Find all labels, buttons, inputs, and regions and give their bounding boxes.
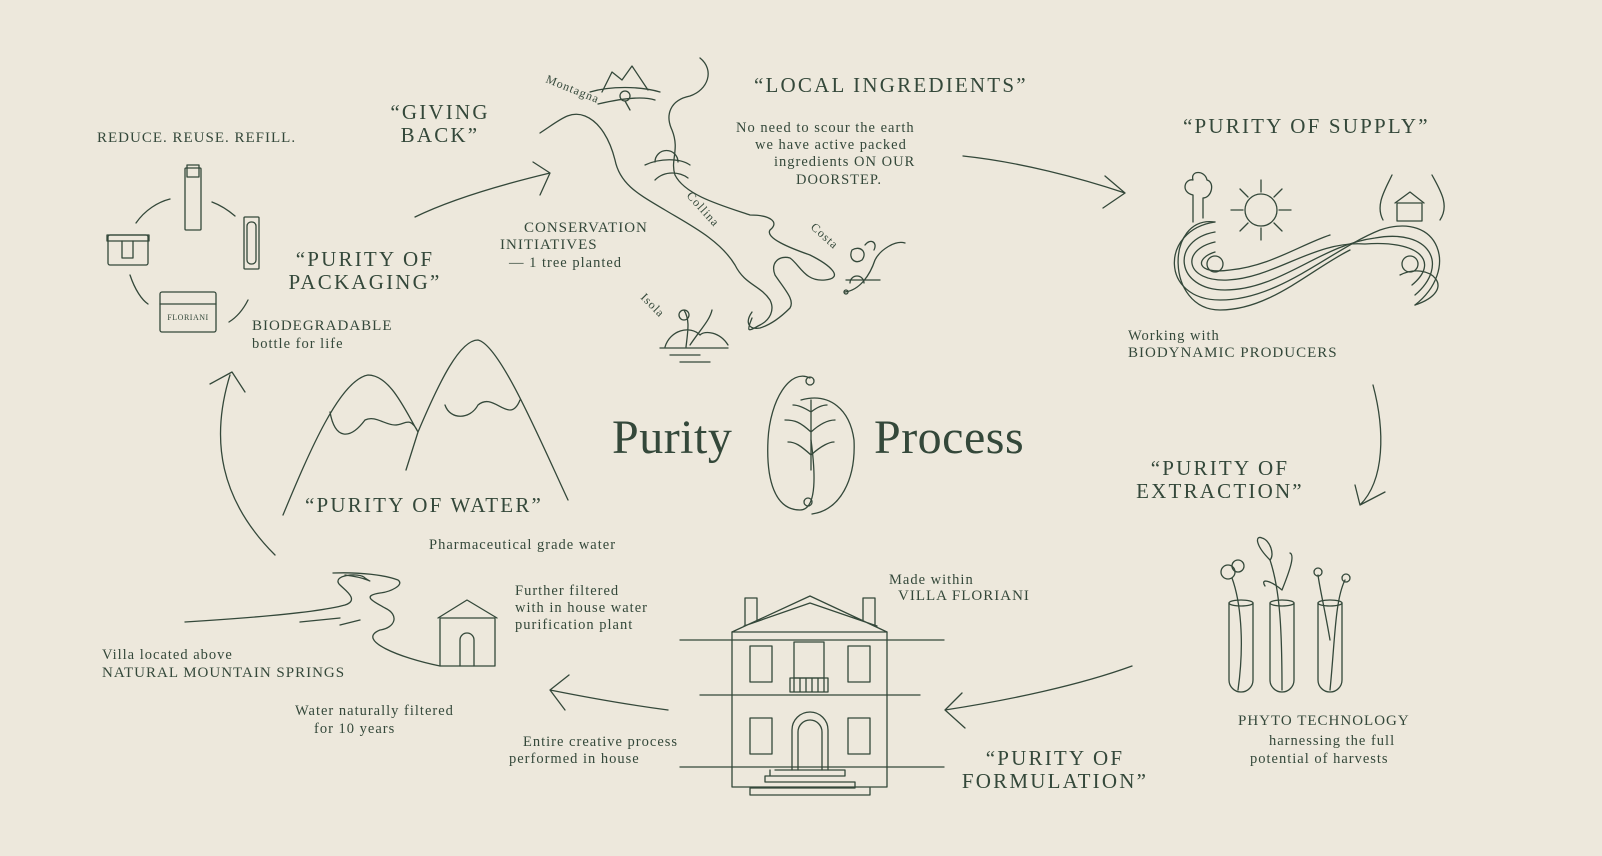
- arrow-to-formulation: [944, 665, 1133, 729]
- supply-line-1: Working with: [1128, 328, 1220, 344]
- lemon-branch-icon: [843, 240, 906, 295]
- filtered-line-1: Water naturally filtered: [295, 703, 454, 719]
- leaf-logo-icon: [767, 375, 855, 515]
- mountain-flower-icon: [589, 65, 661, 111]
- stream-pumphouse-icon: [184, 572, 498, 667]
- arrow-to-water: [549, 674, 669, 711]
- local-line-2: we have active packed: [755, 137, 907, 153]
- heading-line: EXTRACTION”: [1136, 479, 1304, 503]
- biodynamic-landscape-icon: [1173, 171, 1445, 311]
- biodegradable-label: BIODEGRADABLE: [252, 318, 393, 334]
- made-within-label: Made within: [889, 572, 974, 588]
- packaging-cycle-icon: [106, 164, 260, 333]
- test-tubes-flowers-icon: [1220, 536, 1351, 693]
- heading-line: “PURITY OF: [1150, 456, 1290, 480]
- creative-line-2: performed in house: [509, 751, 640, 767]
- title-process: Process: [874, 411, 1025, 464]
- villa-floriani-icon: [679, 595, 945, 796]
- mountains-icon: [282, 339, 569, 516]
- further-line-2: with in house water: [515, 600, 648, 616]
- villa-line-2: NATURAL MOUNTAIN SPRINGS: [102, 665, 346, 681]
- water-heading: “PURITY OF WATER”: [305, 493, 544, 517]
- creative-line-1: Entire creative process: [523, 734, 679, 750]
- conservation-line-1: CONSERVATION: [524, 220, 648, 236]
- map-label-montagna: Montagna: [544, 72, 602, 106]
- villa-floriani-label: VILLA FLORIANI: [898, 588, 1030, 604]
- title-purity: Purity: [612, 411, 733, 464]
- extraction-line-2: harnessing the full: [1269, 733, 1396, 749]
- filtered-line-2: for 10 years: [314, 721, 396, 737]
- arrow-to-supply: [962, 155, 1126, 209]
- supply-heading: “PURITY OF SUPPLY”: [1183, 114, 1430, 138]
- local-line-4: DOORSTEP.: [796, 172, 882, 188]
- phyto-technology-label: PHYTO TECHNOLOGY: [1238, 713, 1410, 729]
- further-line-1: Further filtered: [515, 583, 620, 599]
- conservation-line-2: INITIATIVES: [500, 237, 598, 253]
- map-label-costa: Costa: [808, 220, 841, 252]
- further-line-3: purification plant: [515, 617, 634, 633]
- local-ingredients-heading: “LOCAL INGREDIENTS”: [754, 73, 1028, 97]
- map-label-isola: Isola: [638, 290, 668, 320]
- italy-map-outline: [539, 57, 835, 331]
- heading-line: “PURITY OF: [985, 746, 1125, 770]
- map-label-collina: Collina: [684, 189, 723, 230]
- conservation-line-3: — 1 tree planted: [509, 255, 623, 271]
- heading-line: “GIVING: [390, 100, 490, 124]
- villa-line-1: Villa located above: [102, 647, 233, 663]
- arrow-giving-back: [414, 161, 551, 218]
- local-line-3: ingredients ON OUR: [774, 154, 916, 170]
- island-flower-icon: [659, 309, 729, 363]
- heading-line: “PURITY OF: [295, 247, 435, 271]
- local-line-1: No need to scour the earth: [736, 120, 915, 136]
- reduce-reuse-refill: REDUCE. REUSE. REFILL.: [97, 130, 297, 146]
- hills-sun-icon: [644, 149, 691, 181]
- supply-line-2: BIODYNAMIC PRODUCERS: [1128, 345, 1338, 361]
- pharma-water-label: Pharmaceutical grade water: [429, 537, 617, 553]
- heading-line: BACK”: [400, 123, 480, 147]
- heading-line: PACKAGING”: [288, 270, 442, 294]
- bottle-for-life-label: bottle for life: [252, 336, 344, 352]
- arrow-to-extraction: [1354, 384, 1386, 506]
- jar-brand-label: FLORIANI: [167, 313, 208, 322]
- extraction-line-3: potential of harvests: [1250, 751, 1389, 767]
- heading-line: FORMULATION”: [961, 769, 1149, 793]
- arrow-to-packaging: [209, 371, 276, 556]
